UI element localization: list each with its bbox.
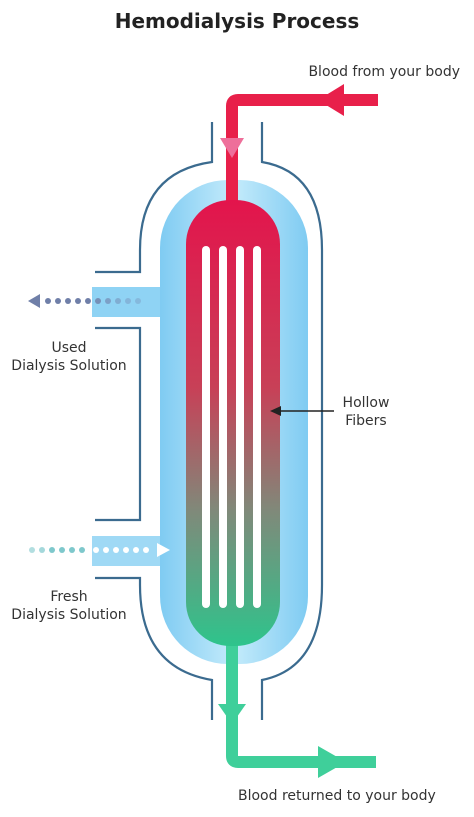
blood-out-down-arrowhead [218, 704, 246, 724]
label-used-line2: Dialysis Solution [11, 358, 127, 374]
label-used-line1: Used [51, 340, 87, 356]
label-fresh-line1: Fresh [50, 589, 88, 605]
housing-outline [95, 122, 324, 720]
label-blood-returned: Blood returned to your body [238, 788, 436, 804]
hollow-fiber [236, 246, 244, 608]
label-hollow-fibers: Hollow Fibers [331, 394, 401, 430]
diagram-title: Hemodialysis Process [114, 9, 360, 33]
hollow-fiber [202, 246, 210, 608]
blood-inlet-tube [226, 94, 378, 205]
fresh-solution-arrow [29, 543, 170, 557]
blood-in-down-arrowhead [220, 138, 244, 158]
blood-out-arrowhead [318, 746, 346, 778]
dialyzer-core [186, 200, 280, 646]
hollow-fibers-pointer-arrowhead [270, 406, 281, 416]
hollow-fibers [202, 246, 261, 608]
label-blood-from-body: Blood from your body [308, 64, 460, 80]
used-solution-arrow [28, 294, 141, 308]
label-fresh-dialysis-solution: Fresh Dialysis Solution [6, 588, 132, 624]
label-fresh-line2: Dialysis Solution [11, 607, 127, 623]
blood-outlet-tube [226, 640, 376, 768]
label-hollow-line1: Hollow [342, 395, 390, 411]
hollow-fiber [253, 246, 261, 608]
blood-in-arrowhead [318, 84, 344, 116]
label-used-dialysis-solution: Used Dialysis Solution [6, 339, 132, 375]
hollow-fiber [219, 246, 227, 608]
label-hollow-line2: Fibers [345, 413, 387, 429]
